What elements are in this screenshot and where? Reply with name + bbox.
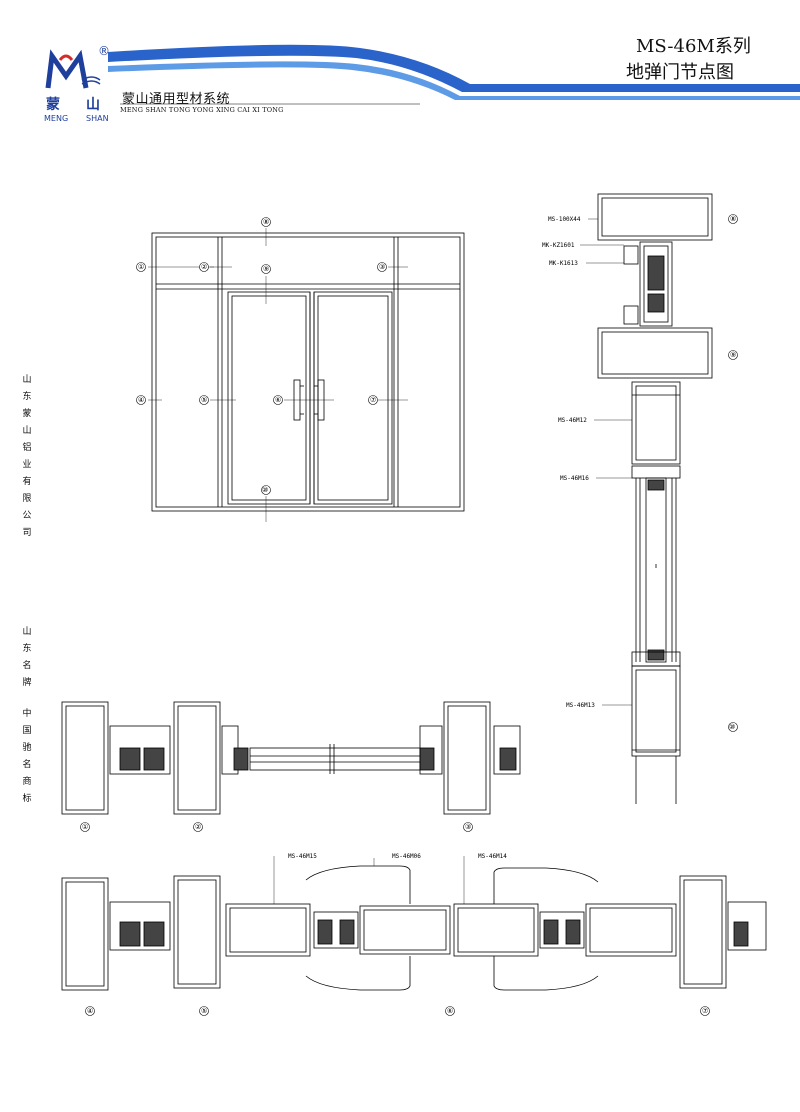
horizontal-section-2	[61, 856, 767, 991]
handle-lower-right	[493, 956, 599, 991]
marker-9-text: ⑨	[263, 265, 269, 273]
label-ms-46m15: MS-46M15	[288, 853, 317, 860]
marker-2-text: ②	[201, 263, 207, 271]
label-mk-k1613: MK-K1613	[549, 260, 578, 267]
header-swoosh-dark	[108, 44, 800, 92]
hsection-marker-4	[85, 1006, 95, 1016]
label-ms-46m14: MS-46M14	[478, 853, 507, 860]
brand-system-en: MENG SHAN TONG YONG XING CAI XI TONG	[120, 106, 284, 114]
title-series: MS-46M系列	[636, 36, 751, 57]
logo-char-shan: 山	[86, 97, 100, 113]
marker-2	[199, 262, 209, 272]
hsection-marker-2-text: ②	[195, 823, 201, 831]
logo-text-shan: SHAN	[86, 114, 109, 123]
label-ms-100x44: MS-100X44	[548, 216, 581, 223]
logo-char-meng: 蒙	[46, 97, 60, 113]
vsection-marker-8	[728, 214, 738, 224]
hsection-marker-5-text: ⑤	[201, 1007, 207, 1015]
marker-4	[136, 395, 146, 405]
marker-8-text: ⑧	[263, 218, 269, 226]
side-award-2: 中国驰名商标	[22, 709, 32, 804]
vertical-section	[580, 193, 713, 804]
registered-mark: ®	[98, 44, 110, 58]
marker-6	[273, 395, 283, 405]
vsection-marker-9	[728, 350, 738, 360]
brand-logo-mark	[45, 49, 101, 89]
marker-1-text: ①	[138, 263, 144, 271]
marker-8	[261, 217, 271, 227]
label-ms-46m16: MS-46M16	[560, 475, 589, 482]
marker-5-text: ⑤	[201, 396, 207, 404]
label-ms-46m06: MS-46M06	[392, 853, 421, 860]
vsection-marker-9-text: ⑨	[730, 351, 736, 359]
side-company: 山东蒙山铝业有限公司	[22, 375, 32, 538]
logo-text-meng: MENG	[44, 114, 69, 123]
marker-7	[368, 395, 378, 405]
handle-upper-left	[305, 865, 411, 904]
marker-3	[377, 262, 387, 272]
hsection-marker-2	[193, 822, 203, 832]
marker-10-text: ⑩	[262, 486, 268, 494]
hsection-marker-6	[445, 1006, 455, 1016]
hsection-marker-6-text: ⑥	[447, 1007, 453, 1015]
horizontal-section-1	[61, 701, 521, 815]
hsection-marker-3	[463, 822, 473, 832]
vsection-marker-10-text: ⑩	[729, 723, 735, 731]
hsection-marker-4-text: ④	[87, 1007, 93, 1015]
handle-lower-left	[305, 956, 411, 991]
door-elevation	[148, 228, 465, 522]
label-mk-kz1601: MK-KZ1601	[542, 242, 575, 249]
marker-10	[261, 485, 271, 495]
brand-system-cn: 蒙山通用型材系统	[122, 92, 231, 107]
handle-upper-right	[493, 867, 599, 904]
marker-5	[199, 395, 209, 405]
marker-7-text: ⑦	[370, 396, 376, 404]
header-swoosh-light	[108, 61, 800, 100]
side-award-1: 山东名牌	[22, 627, 32, 688]
label-ms-46m13: MS-46M13	[566, 702, 595, 709]
marker-3-text: ③	[379, 263, 385, 271]
hsection-marker-3-text: ③	[465, 823, 471, 831]
vsection-marker-10	[728, 722, 738, 732]
hsection-marker-7	[700, 1006, 710, 1016]
hsection-marker-1-text: ①	[82, 823, 88, 831]
hsection-marker-1	[80, 822, 90, 832]
title-name: 地弹门节点图	[626, 62, 734, 83]
marker-9	[261, 264, 271, 274]
hsection-marker-7-text: ⑦	[702, 1007, 708, 1015]
marker-4-text: ④	[138, 396, 144, 404]
header-banner	[45, 44, 800, 105]
hsection-marker-5	[199, 1006, 209, 1016]
marker-6-text: ⑥	[275, 396, 281, 404]
vsection-marker-8-text: ⑧	[730, 215, 736, 223]
label-ms-46m12: MS-46M12	[558, 417, 587, 424]
marker-1	[136, 262, 146, 272]
